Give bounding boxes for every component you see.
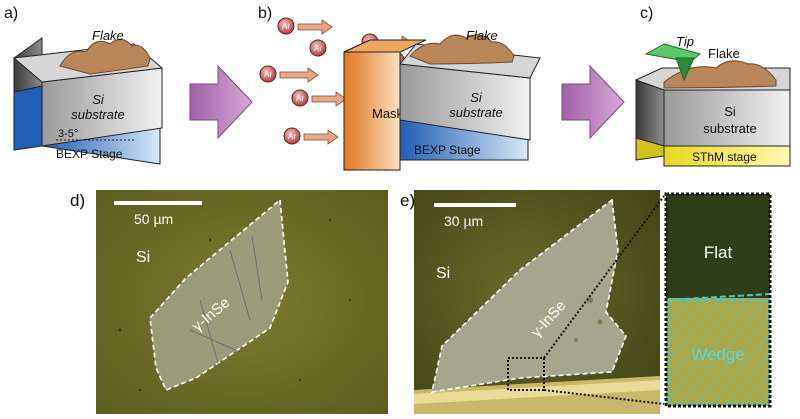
panel-e: e) 30 µm Si γ-InSe Flat Wedge [400,190,772,414]
scale-label-e: 30 µm [444,213,483,229]
ar-ion-label: Ar [264,70,272,79]
zoom-line-top [543,195,665,359]
process-arrow-1 [189,64,253,140]
scale-label-d: 50 µm [134,211,173,227]
panel-c: c) Tip Flake Si substrate SThM stage [634,5,791,167]
inset-zoom: Flat Wedge [664,192,772,408]
ar-ion [277,17,295,35]
zoom-line-bottom [543,389,665,405]
sthm-tip-apex [675,57,695,82]
flake-shape [663,60,777,89]
ar-ion [309,39,327,57]
stage-side [13,85,43,151]
panel-d: d) 50 µm Si γ-InSe [70,190,388,414]
panel-a-label: a) [4,5,18,22]
ion-arrow [297,19,333,35]
flake-label: Flake [92,28,124,43]
ion-arrow [279,67,319,83]
si-label-d: Si [136,249,150,266]
panel-a: a) Flake Si substrate 3-5° BEXP Stage [4,5,164,165]
stage-label: BEXP Stage [414,143,481,157]
flake-features [574,297,603,342]
ion-arrow [303,129,339,145]
mask-top [343,39,427,53]
substrate-edge-highlight [414,380,660,404]
substrate-label-line1: Si [724,104,736,119]
wedge-outline [667,299,769,405]
panel-c-label: c) [640,5,653,22]
inset-wedge-label: Wedge [691,345,745,364]
micrograph-specks [118,218,352,392]
panel-b: b) Ar Ar Ar Ar Ar Ar Ar [258,5,541,171]
process-arrow-2 [561,64,625,140]
tip-label: Tip [676,34,694,49]
scale-bar-d [114,201,202,205]
panel-d-label: d) [70,191,85,210]
substrate-label-line1: Si [470,90,483,105]
si-label-e: Si [436,265,450,282]
substrate-label-line2: substrate [71,107,124,122]
panel-e-label: e) [400,191,415,210]
substrate-side [635,79,665,147]
flake-wrinkles [189,235,263,371]
ar-ion-label: Ar [296,94,304,103]
ar-ion [283,127,301,145]
inset-flat-region [666,194,770,298]
flake-shape [409,34,515,65]
inset-frame [664,192,772,408]
inset-flat-label: Flat [704,243,733,262]
scale-bar-e [434,203,516,207]
ar-ion-label: Ar [282,22,290,31]
panel-b-label: b) [258,5,272,22]
ar-ion-label: Ar [288,132,296,141]
ar-ion [291,89,309,107]
flake-shape [59,39,151,75]
zoom-region-box [507,357,545,391]
wedge-boundary [665,293,771,301]
flake-label: Flake [708,46,740,61]
ion-arrow [311,91,347,107]
substrate-label-line1: Si [92,92,105,107]
substrate-label-line2: substrate [703,121,756,136]
ar-ion [259,65,277,83]
insE-flake-e [430,198,627,393]
flake-label: Flake [466,28,498,43]
wedge-hatch [666,298,770,406]
ar-ion-label: Ar [314,44,322,53]
stage-label: SThM stage [692,150,757,164]
mask-label: Mask [372,106,404,121]
substrate-label-line2: substrate [449,105,502,120]
stage-label: BEXP Stage [56,147,123,161]
angle-label: 3-5° [58,128,78,140]
